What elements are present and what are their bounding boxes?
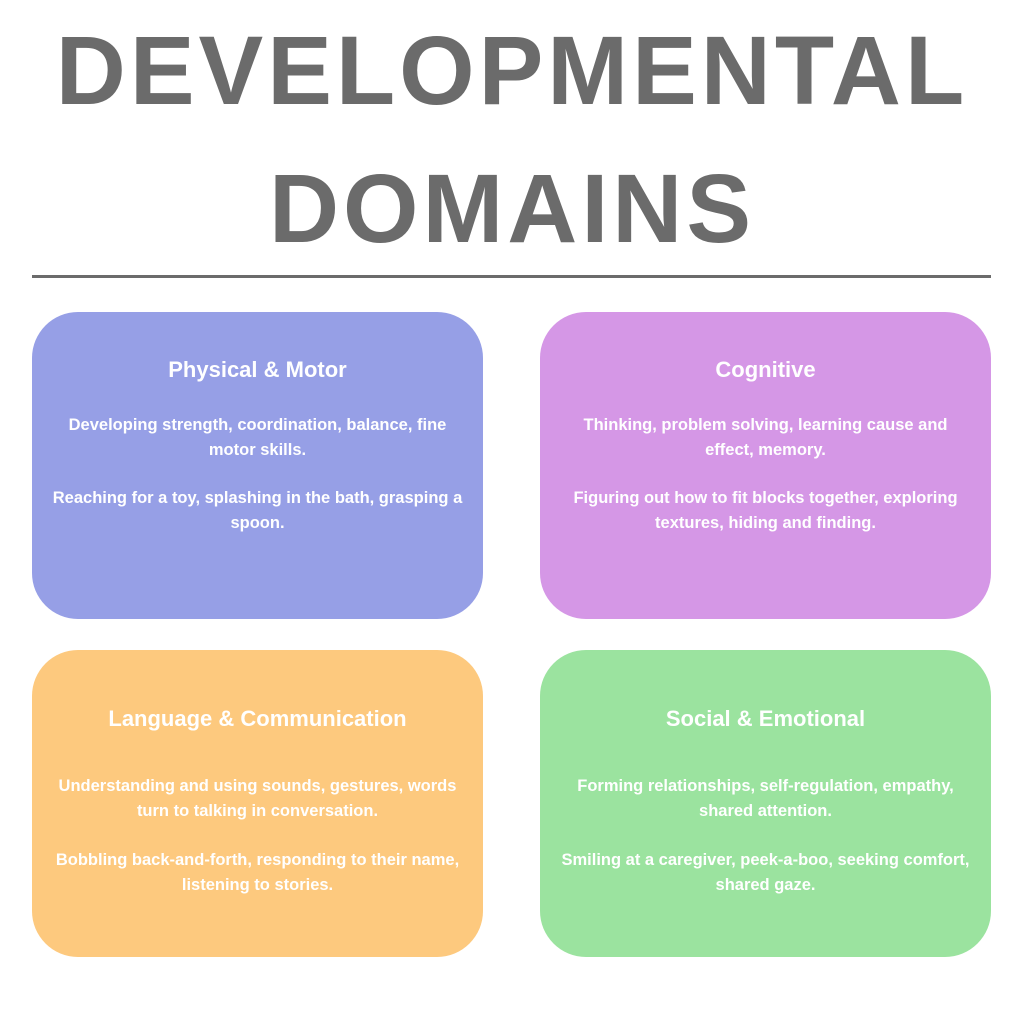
card-description: Understanding and using sounds, gestures…	[58, 777, 457, 820]
card-examples: Smiling at a caregiver, peek-a-boo, seek…	[561, 851, 970, 894]
card-description: Thinking, problem solving, learning caus…	[583, 416, 948, 459]
card-physical-motor: Physical & Motor Developing strength, co…	[32, 312, 483, 619]
title-divider	[32, 275, 991, 278]
card-description: Forming relationships, self-regulation, …	[577, 777, 954, 820]
card-examples: Reaching for a toy, splashing in the bat…	[52, 489, 463, 532]
card-heading: Social & Emotional	[665, 706, 866, 731]
card-cognitive: Cognitive Thinking, problem solving, lea…	[540, 312, 991, 619]
card-examples: Figuring out how to fit blocks together,…	[573, 489, 958, 532]
card-description: Developing strength, coordination, balan…	[68, 416, 447, 459]
card-language-communication: Language & Communication Understanding a…	[32, 650, 483, 957]
card-heading: Cognitive	[715, 357, 816, 382]
card-heading: Physical & Motor	[168, 357, 347, 382]
card-heading: Language & Communication	[108, 706, 407, 731]
page-title-line-1: DEVELOPMENTAL	[55, 16, 969, 125]
page-title-line-2: DOMAINS	[268, 154, 756, 263]
card-social-emotional: Social & Emotional Forming relationships…	[540, 650, 991, 957]
card-examples: Bobbling back-and-forth, responding to t…	[55, 851, 460, 894]
